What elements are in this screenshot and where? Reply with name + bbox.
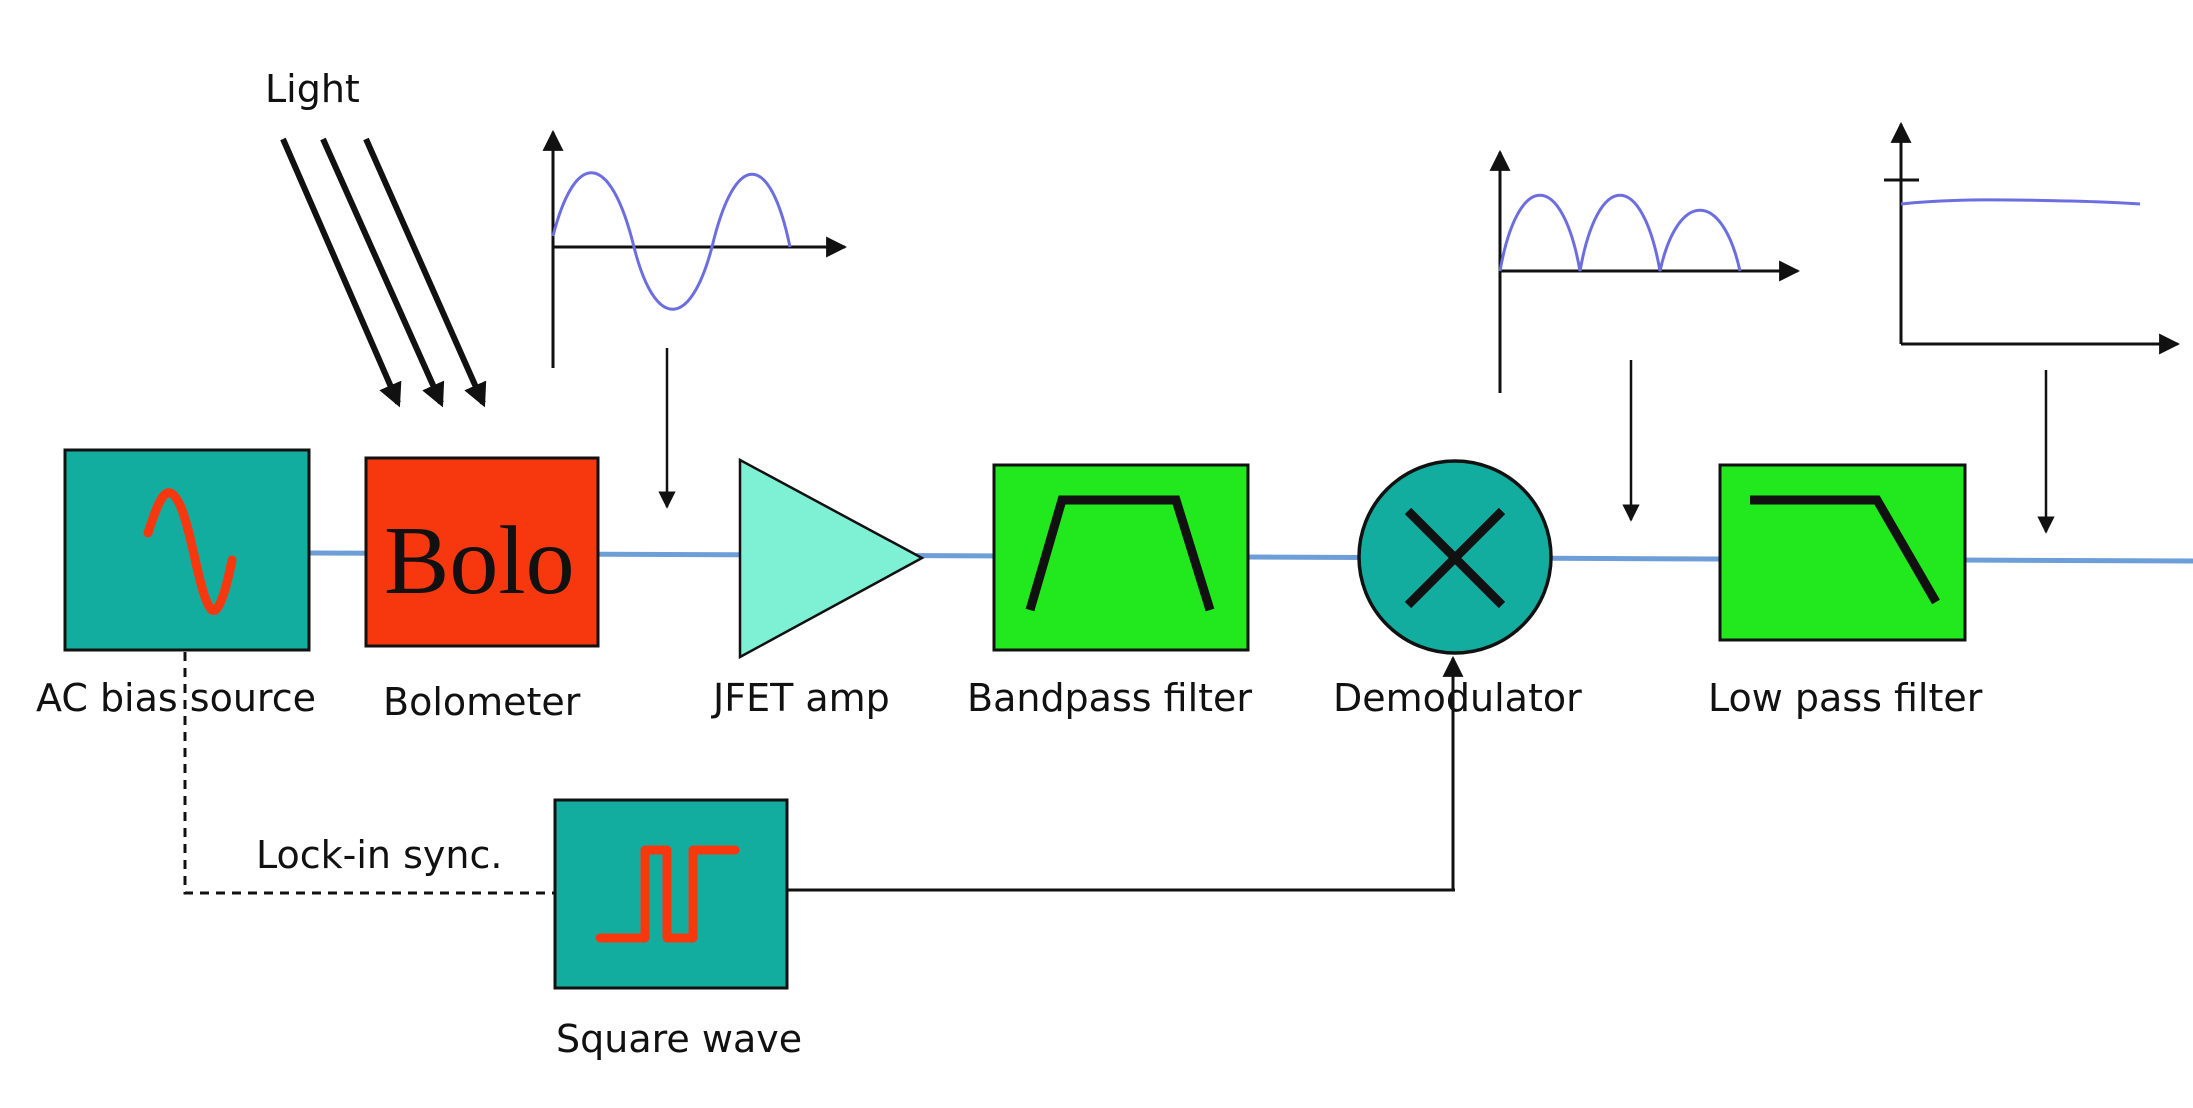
low-pass-filter-block[interactable] xyxy=(1718,463,1967,642)
sine-wave-icon xyxy=(143,488,237,615)
dc-output-plot xyxy=(1884,121,2181,534)
light-ray-2 xyxy=(320,137,445,408)
jfet-amp-triangle[interactable] xyxy=(738,457,925,660)
light-rays xyxy=(280,137,487,408)
bandpass-filter-label: Bandpass filter xyxy=(967,676,1252,720)
light-label: Light xyxy=(265,67,360,111)
bolometer-label: Bolometer xyxy=(383,680,581,724)
bolometer-block[interactable] xyxy=(364,456,600,648)
rectified-wave-trace xyxy=(1498,193,1742,272)
sine-waveform-plot xyxy=(542,129,848,509)
lowpass-response-icon xyxy=(1750,495,1940,605)
multiply-x-icon-stroke-2 xyxy=(1404,507,1506,609)
square-wave-block[interactable] xyxy=(553,798,789,990)
bandpass-filter-block[interactable] xyxy=(992,463,1250,652)
lock-in-sync-dashed-line xyxy=(183,652,555,895)
light-ray-1 xyxy=(280,137,402,408)
square-wave-label: Square wave xyxy=(556,1017,802,1061)
ac-bias-source-label: AC bias source xyxy=(36,676,316,720)
bandpass-response-icon xyxy=(1025,495,1215,612)
lock-in-sync-label: Lock-in sync. xyxy=(256,833,502,877)
square-wave-icon xyxy=(595,845,740,943)
demodulator-label: Demodulator xyxy=(1333,676,1582,720)
ac-bias-source-block[interactable] xyxy=(63,448,311,652)
rectified-waveform-plot xyxy=(1489,149,1801,522)
bolo-text: Bolo xyxy=(384,507,575,615)
jfet-amp-label: JFET amp xyxy=(711,676,890,720)
low-pass-filter-label: Low pass filter xyxy=(1708,676,1983,720)
sine-wave-trace xyxy=(551,171,792,311)
light-ray-3 xyxy=(363,137,487,408)
dc-level-trace xyxy=(1900,198,2141,206)
